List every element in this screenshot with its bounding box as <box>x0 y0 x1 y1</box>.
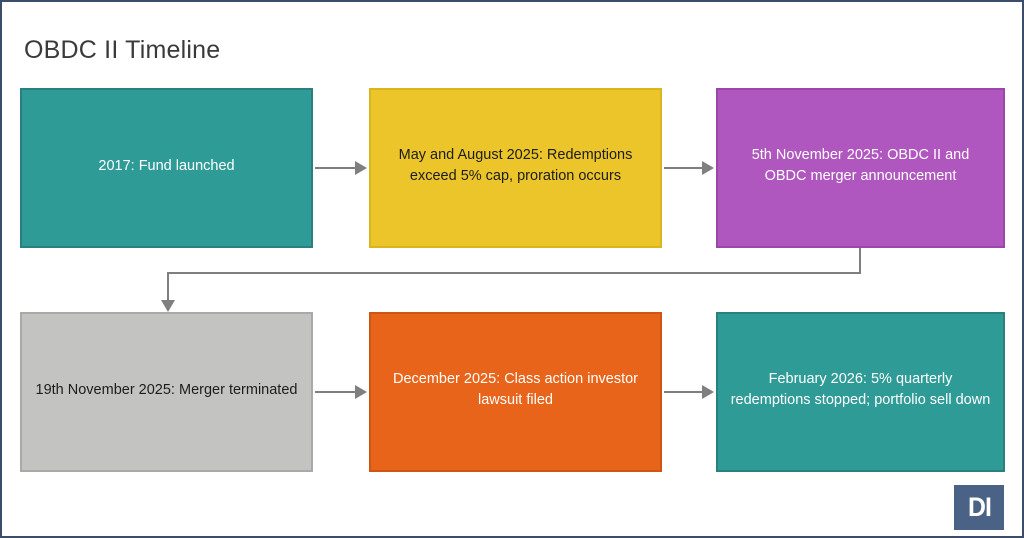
connector-2-to-3-arrowhead <box>702 161 714 175</box>
connector-5-to-6 <box>664 391 704 393</box>
timeline-node-4-label: 19th November 2025: Merger terminated <box>35 381 298 398</box>
connector-1-to-2-arrowhead <box>355 161 367 175</box>
timeline-node-3-label: 5th November 2025: OBDC II and OBDC merg… <box>751 147 970 184</box>
connector-3-to-4-segment-down <box>859 248 861 274</box>
connector-4-to-5-arrowhead <box>355 385 367 399</box>
timeline-node-3[interactable]: 5th November 2025: OBDC II and OBDC merg… <box>716 88 1005 248</box>
connector-3-to-4-segment-left <box>167 272 861 274</box>
timeline-node-6-label: February 2026: 5% quarterly redemptions … <box>730 371 991 408</box>
connector-1-to-2 <box>315 167 357 169</box>
timeline-node-2-label: May and August 2025: Redemptions exceed … <box>398 147 633 184</box>
connector-3-to-4-arrowhead <box>161 300 175 312</box>
page-title: OBDC II Timeline <box>24 36 221 64</box>
timeline-node-4[interactable]: 19th November 2025: Merger terminated <box>20 312 313 472</box>
connector-2-to-3 <box>664 167 704 169</box>
connector-4-to-5 <box>315 391 357 393</box>
timeline-node-6[interactable]: February 2026: 5% quarterly redemptions … <box>716 312 1005 472</box>
connector-5-to-6-arrowhead <box>702 385 714 399</box>
timeline-node-2[interactable]: May and August 2025: Redemptions exceed … <box>369 88 662 248</box>
timeline-node-5[interactable]: December 2025: Class action investor law… <box>369 312 662 472</box>
connector-3-to-4-segment-down-2 <box>167 272 169 302</box>
timeline-node-5-label: December 2025: Class action investor law… <box>392 371 638 408</box>
timeline-node-1-label: 2017: Fund launched <box>98 157 235 174</box>
timeline-node-1[interactable]: 2017: Fund launched <box>20 88 313 248</box>
di-logo: DI <box>954 485 1004 530</box>
di-logo-text: DI <box>967 492 992 522</box>
